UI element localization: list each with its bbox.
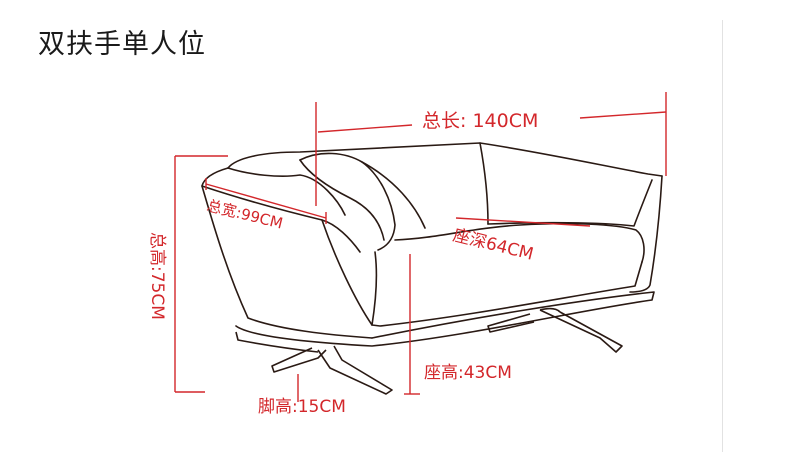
front-leg-left-arm: [235, 331, 319, 353]
sofa-legs: [235, 307, 623, 395]
length-line-right: [579, 111, 667, 119]
sofa-left-arm-top: [227, 167, 346, 216]
sofa-back-divider: [479, 142, 489, 225]
total-width-label: 总宽:99CM: [205, 196, 285, 232]
front-leg-center: [317, 345, 393, 395]
divider-line: [722, 20, 723, 452]
sofa-back-top: [227, 142, 663, 177]
total-length-label: 总长: 140CM: [422, 110, 538, 132]
sofa-seat-front: [371, 251, 643, 327]
sofa-left-panel: [201, 185, 373, 339]
total-height-label: 总高:75CM: [147, 232, 167, 320]
sofa-seat-top: [394, 222, 645, 263]
sofa-left-back-inner: [361, 161, 426, 229]
sofa-left-panel-inner: [321, 219, 373, 326]
sofa-right-back-cushion: [487, 179, 653, 227]
page-title: 双扶手单人位: [38, 29, 206, 60]
sofa-base: [235, 291, 655, 347]
rear-leg-left: [487, 313, 535, 333]
width-line: [205, 183, 327, 219]
rear-leg-right: [539, 309, 623, 353]
seat-depth-line: [455, 217, 591, 227]
rear-leg-pivot: [539, 307, 561, 313]
dimension-lines: [174, 92, 667, 402]
sofa-outline: [201, 142, 663, 347]
sofa-left-pillow: [299, 152, 396, 251]
dimension-labels: 总长: 140CM 总宽:99CM 座深64CM 总高:75CM 座高:43CM…: [147, 110, 538, 417]
seat-depth-label: 座深64CM: [451, 225, 536, 264]
sofa-left-arm: [201, 167, 361, 253]
length-line-left: [317, 124, 413, 133]
sofa-pillow-fold: [299, 159, 385, 241]
leg-height-label: 脚高:15CM: [258, 397, 346, 417]
sofa-right-wing: [629, 175, 663, 293]
seat-height-label: 座高:43CM: [424, 363, 512, 383]
